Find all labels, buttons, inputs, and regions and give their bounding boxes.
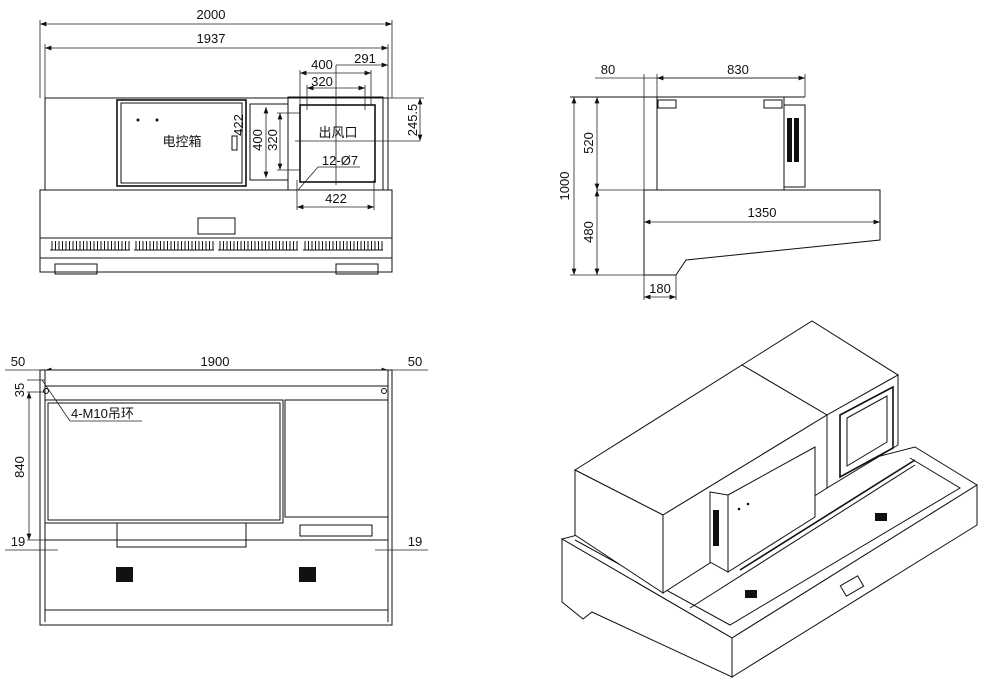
top-view: 50 1900 50 35 840 19 19 4-M10吊环 bbox=[5, 354, 428, 626]
side-view: 80 830 1000 520 480 1350 180 bbox=[557, 62, 881, 300]
dim-520: 520 bbox=[581, 132, 596, 154]
control-box-top bbox=[116, 522, 247, 548]
dim-35: 35 bbox=[12, 383, 27, 397]
isometric-view bbox=[560, 320, 978, 678]
dim-180: 180 bbox=[649, 281, 671, 296]
front-view: 2000 1937 电控箱 422 出风口 400 291 320 400 32… bbox=[39, 7, 424, 275]
dim-320-v: 320 bbox=[265, 129, 280, 151]
control-box-iso bbox=[727, 446, 816, 573]
unit-body bbox=[44, 97, 389, 191]
dim-830: 830 bbox=[727, 62, 749, 77]
handle-icon bbox=[231, 135, 238, 151]
holes-label: 12-Ø7 bbox=[322, 153, 358, 168]
fins bbox=[50, 241, 383, 251]
dim-1937: 1937 bbox=[197, 31, 226, 46]
lifting-rings-label: 4-M10吊环 bbox=[71, 406, 134, 421]
mount-pad-icon bbox=[299, 567, 316, 582]
dim-480: 480 bbox=[581, 221, 596, 243]
dim-400-h: 400 bbox=[311, 57, 333, 72]
tray-nameplate bbox=[839, 575, 865, 597]
mount-pad-icon bbox=[875, 513, 887, 521]
control-box bbox=[116, 99, 247, 187]
dim-1000: 1000 bbox=[557, 172, 572, 201]
dim-1900: 1900 bbox=[201, 354, 230, 369]
dim-320-h: 320 bbox=[311, 74, 333, 89]
dim-291: 291 bbox=[354, 51, 376, 66]
dim-245-5: 245.5 bbox=[405, 104, 420, 137]
mount-pad-icon bbox=[116, 567, 133, 582]
dim-19-right: 19 bbox=[408, 534, 422, 549]
control-box-label: 电控箱 bbox=[162, 134, 201, 149]
tray-front bbox=[731, 484, 978, 678]
outlet-iso bbox=[839, 385, 894, 479]
dim-422-h: 422 bbox=[325, 191, 347, 206]
dim-50-left: 50 bbox=[11, 354, 25, 369]
dim-80: 80 bbox=[601, 62, 615, 77]
air-outlet bbox=[299, 104, 376, 183]
dim-1350: 1350 bbox=[748, 205, 777, 220]
fin-band bbox=[39, 237, 393, 259]
dim-50-right: 50 bbox=[408, 354, 422, 369]
base-outline bbox=[39, 369, 393, 626]
dim-2000: 2000 bbox=[197, 7, 226, 22]
mount-pad-icon bbox=[745, 590, 757, 598]
base-side bbox=[643, 189, 881, 276]
unit-side bbox=[656, 96, 785, 191]
air-outlet-frame bbox=[287, 96, 384, 191]
fan-panel bbox=[284, 399, 389, 518]
dim-19-left: 19 bbox=[11, 534, 25, 549]
dim-840: 840 bbox=[12, 456, 27, 478]
dim-422-v: 422 bbox=[231, 114, 246, 136]
nameplate bbox=[197, 217, 236, 235]
air-outlet-label: 出风口 bbox=[318, 125, 357, 140]
dim-400-v: 400 bbox=[250, 129, 265, 151]
